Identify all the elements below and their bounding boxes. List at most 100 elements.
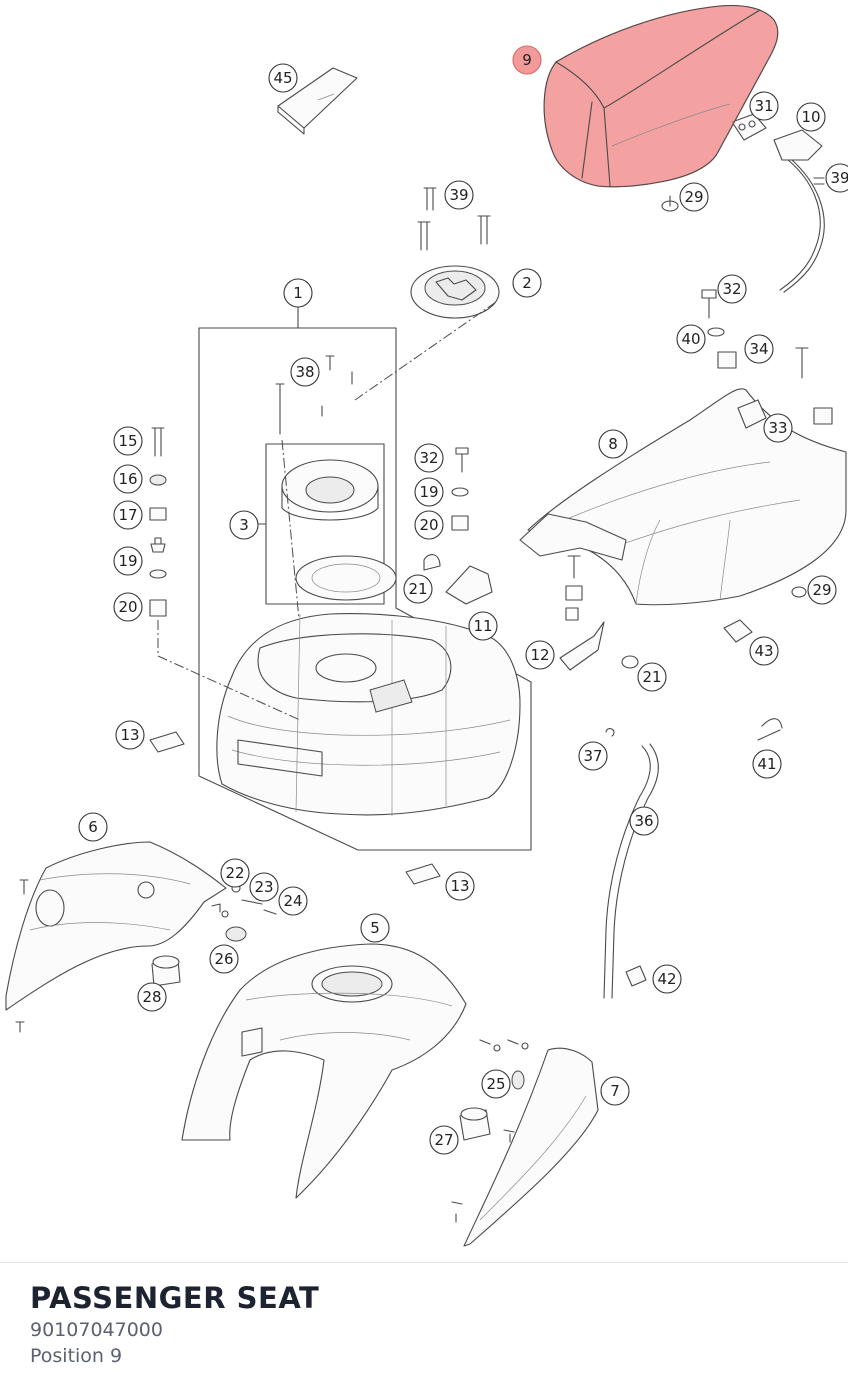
part-right-side-cover[interactable] — [451, 1039, 599, 1247]
callout-23[interactable]: 23 — [249, 872, 279, 902]
callout-36[interactable]: 36 — [629, 806, 659, 836]
svg-text:22: 22 — [225, 864, 244, 882]
svg-text:25: 25 — [486, 1075, 505, 1093]
svg-text:29: 29 — [812, 581, 831, 599]
svg-text:3: 3 — [239, 516, 249, 534]
callout-5[interactable]: 5 — [360, 913, 390, 943]
callout-6[interactable]: 6 — [78, 812, 108, 842]
svg-text:16: 16 — [118, 470, 137, 488]
svg-text:21: 21 — [408, 580, 427, 598]
svg-text:21: 21 — [642, 668, 661, 686]
callout-45[interactable]: 45 — [268, 63, 298, 93]
part-fasteners-left[interactable] — [151, 883, 277, 987]
callout-41[interactable]: 41 — [752, 749, 782, 779]
svg-text:28: 28 — [142, 988, 161, 1006]
svg-text:29: 29 — [684, 188, 703, 206]
part-mounting-hardware-center[interactable] — [423, 447, 493, 605]
callout-3[interactable]: 3 — [229, 510, 259, 540]
callout-21[interactable]: 21 — [403, 574, 433, 604]
parts-diagram: 45 9 31 10 39 29 32 2 1 40 34 38 33 8 15… — [5, 4, 848, 1247]
callout-7[interactable]: 7 — [600, 1076, 630, 1106]
callout-25[interactable]: 25 — [481, 1069, 511, 1099]
svg-text:39: 39 — [830, 169, 848, 187]
callout-37[interactable]: 37 — [578, 741, 608, 771]
part-key-fob[interactable] — [277, 67, 358, 135]
callout-32[interactable]: 32 — [717, 274, 747, 304]
part-buffer[interactable] — [661, 195, 679, 212]
svg-text:23: 23 — [254, 878, 273, 896]
callout-10[interactable]: 10 — [796, 102, 826, 132]
callout-32b[interactable]: 32 — [414, 443, 444, 473]
callout-33[interactable]: 33 — [763, 413, 793, 443]
callout-20[interactable]: 20 — [414, 510, 444, 540]
callout-27[interactable]: 27 — [429, 1125, 459, 1155]
svg-text:11: 11 — [473, 617, 492, 635]
callout-43[interactable]: 43 — [749, 636, 779, 666]
callout-29[interactable]: 29 — [679, 182, 709, 212]
part-name: PASSENGER SEAT — [30, 1281, 320, 1315]
part-mounting-hardware-left[interactable] — [149, 427, 301, 721]
callout-11[interactable]: 11 — [468, 611, 498, 641]
svg-text:10: 10 — [801, 108, 820, 126]
callout-8[interactable]: 8 — [598, 429, 628, 459]
svg-text:36: 36 — [634, 812, 653, 830]
svg-text:33: 33 — [768, 419, 787, 437]
part-number: 90107047000 — [30, 1319, 163, 1341]
callout-9[interactable]: 9 — [512, 45, 542, 75]
svg-text:24: 24 — [283, 892, 302, 910]
svg-text:38: 38 — [295, 363, 314, 381]
callout-34[interactable]: 34 — [744, 334, 774, 364]
part-position: Position 9 — [30, 1345, 123, 1367]
part-left-side-cover[interactable] — [5, 841, 227, 1033]
part-filler-cap[interactable] — [354, 187, 500, 401]
passenger-seat-highlight[interactable] — [543, 4, 779, 188]
callout-13[interactable]: 13 — [115, 720, 145, 750]
callout-39[interactable]: 39 — [444, 180, 474, 210]
svg-text:15: 15 — [118, 432, 137, 450]
callout-15[interactable]: 15 — [113, 426, 143, 456]
part-bracket[interactable] — [559, 555, 639, 671]
svg-text:13: 13 — [120, 726, 139, 744]
svg-text:41: 41 — [757, 755, 776, 773]
part-fuel-pump-group[interactable] — [198, 305, 532, 851]
callout-24[interactable]: 24 — [278, 886, 308, 916]
svg-text:12: 12 — [530, 646, 549, 664]
svg-text:19: 19 — [419, 483, 438, 501]
svg-text:7: 7 — [610, 1082, 620, 1100]
callout-2[interactable]: 2 — [512, 268, 542, 298]
callout-40[interactable]: 40 — [676, 324, 706, 354]
svg-text:26: 26 — [214, 950, 233, 968]
callout-12[interactable]: 12 — [525, 640, 555, 670]
part-seat-lock[interactable] — [731, 113, 825, 293]
svg-text:8: 8 — [608, 435, 618, 453]
callout-39b[interactable]: 39 — [825, 163, 848, 193]
part-tank-cover[interactable] — [181, 943, 467, 1199]
callout-16[interactable]: 16 — [113, 464, 143, 494]
callout-38[interactable]: 38 — [290, 357, 320, 387]
callout-21b[interactable]: 21 — [637, 662, 667, 692]
svg-text:37: 37 — [583, 747, 602, 765]
callout-26[interactable]: 26 — [209, 944, 239, 974]
svg-text:27: 27 — [434, 1131, 453, 1149]
part-rubber-block[interactable] — [149, 731, 185, 753]
part-misc-right[interactable] — [603, 619, 783, 999]
svg-text:17: 17 — [118, 506, 137, 524]
callout-1[interactable]: 1 — [283, 278, 313, 308]
callout-31[interactable]: 31 — [749, 91, 779, 121]
svg-text:40: 40 — [681, 330, 700, 348]
callout-28[interactable]: 28 — [137, 982, 167, 1012]
callout-42[interactable]: 42 — [652, 964, 682, 994]
part-rubber-block[interactable] — [405, 863, 441, 885]
callout-22[interactable]: 22 — [220, 858, 250, 888]
callout-20b[interactable]: 20 — [113, 592, 143, 622]
callout-29b[interactable]: 29 — [807, 575, 837, 605]
callout-17[interactable]: 17 — [113, 500, 143, 530]
svg-text:34: 34 — [749, 340, 768, 358]
part-rider-seat[interactable] — [519, 289, 847, 606]
callout-19[interactable]: 19 — [414, 477, 444, 507]
svg-text:45: 45 — [273, 69, 292, 87]
callout-19b[interactable]: 19 — [113, 546, 143, 576]
callout-13b[interactable]: 13 — [445, 871, 475, 901]
svg-text:9: 9 — [522, 51, 532, 69]
svg-text:20: 20 — [419, 516, 438, 534]
